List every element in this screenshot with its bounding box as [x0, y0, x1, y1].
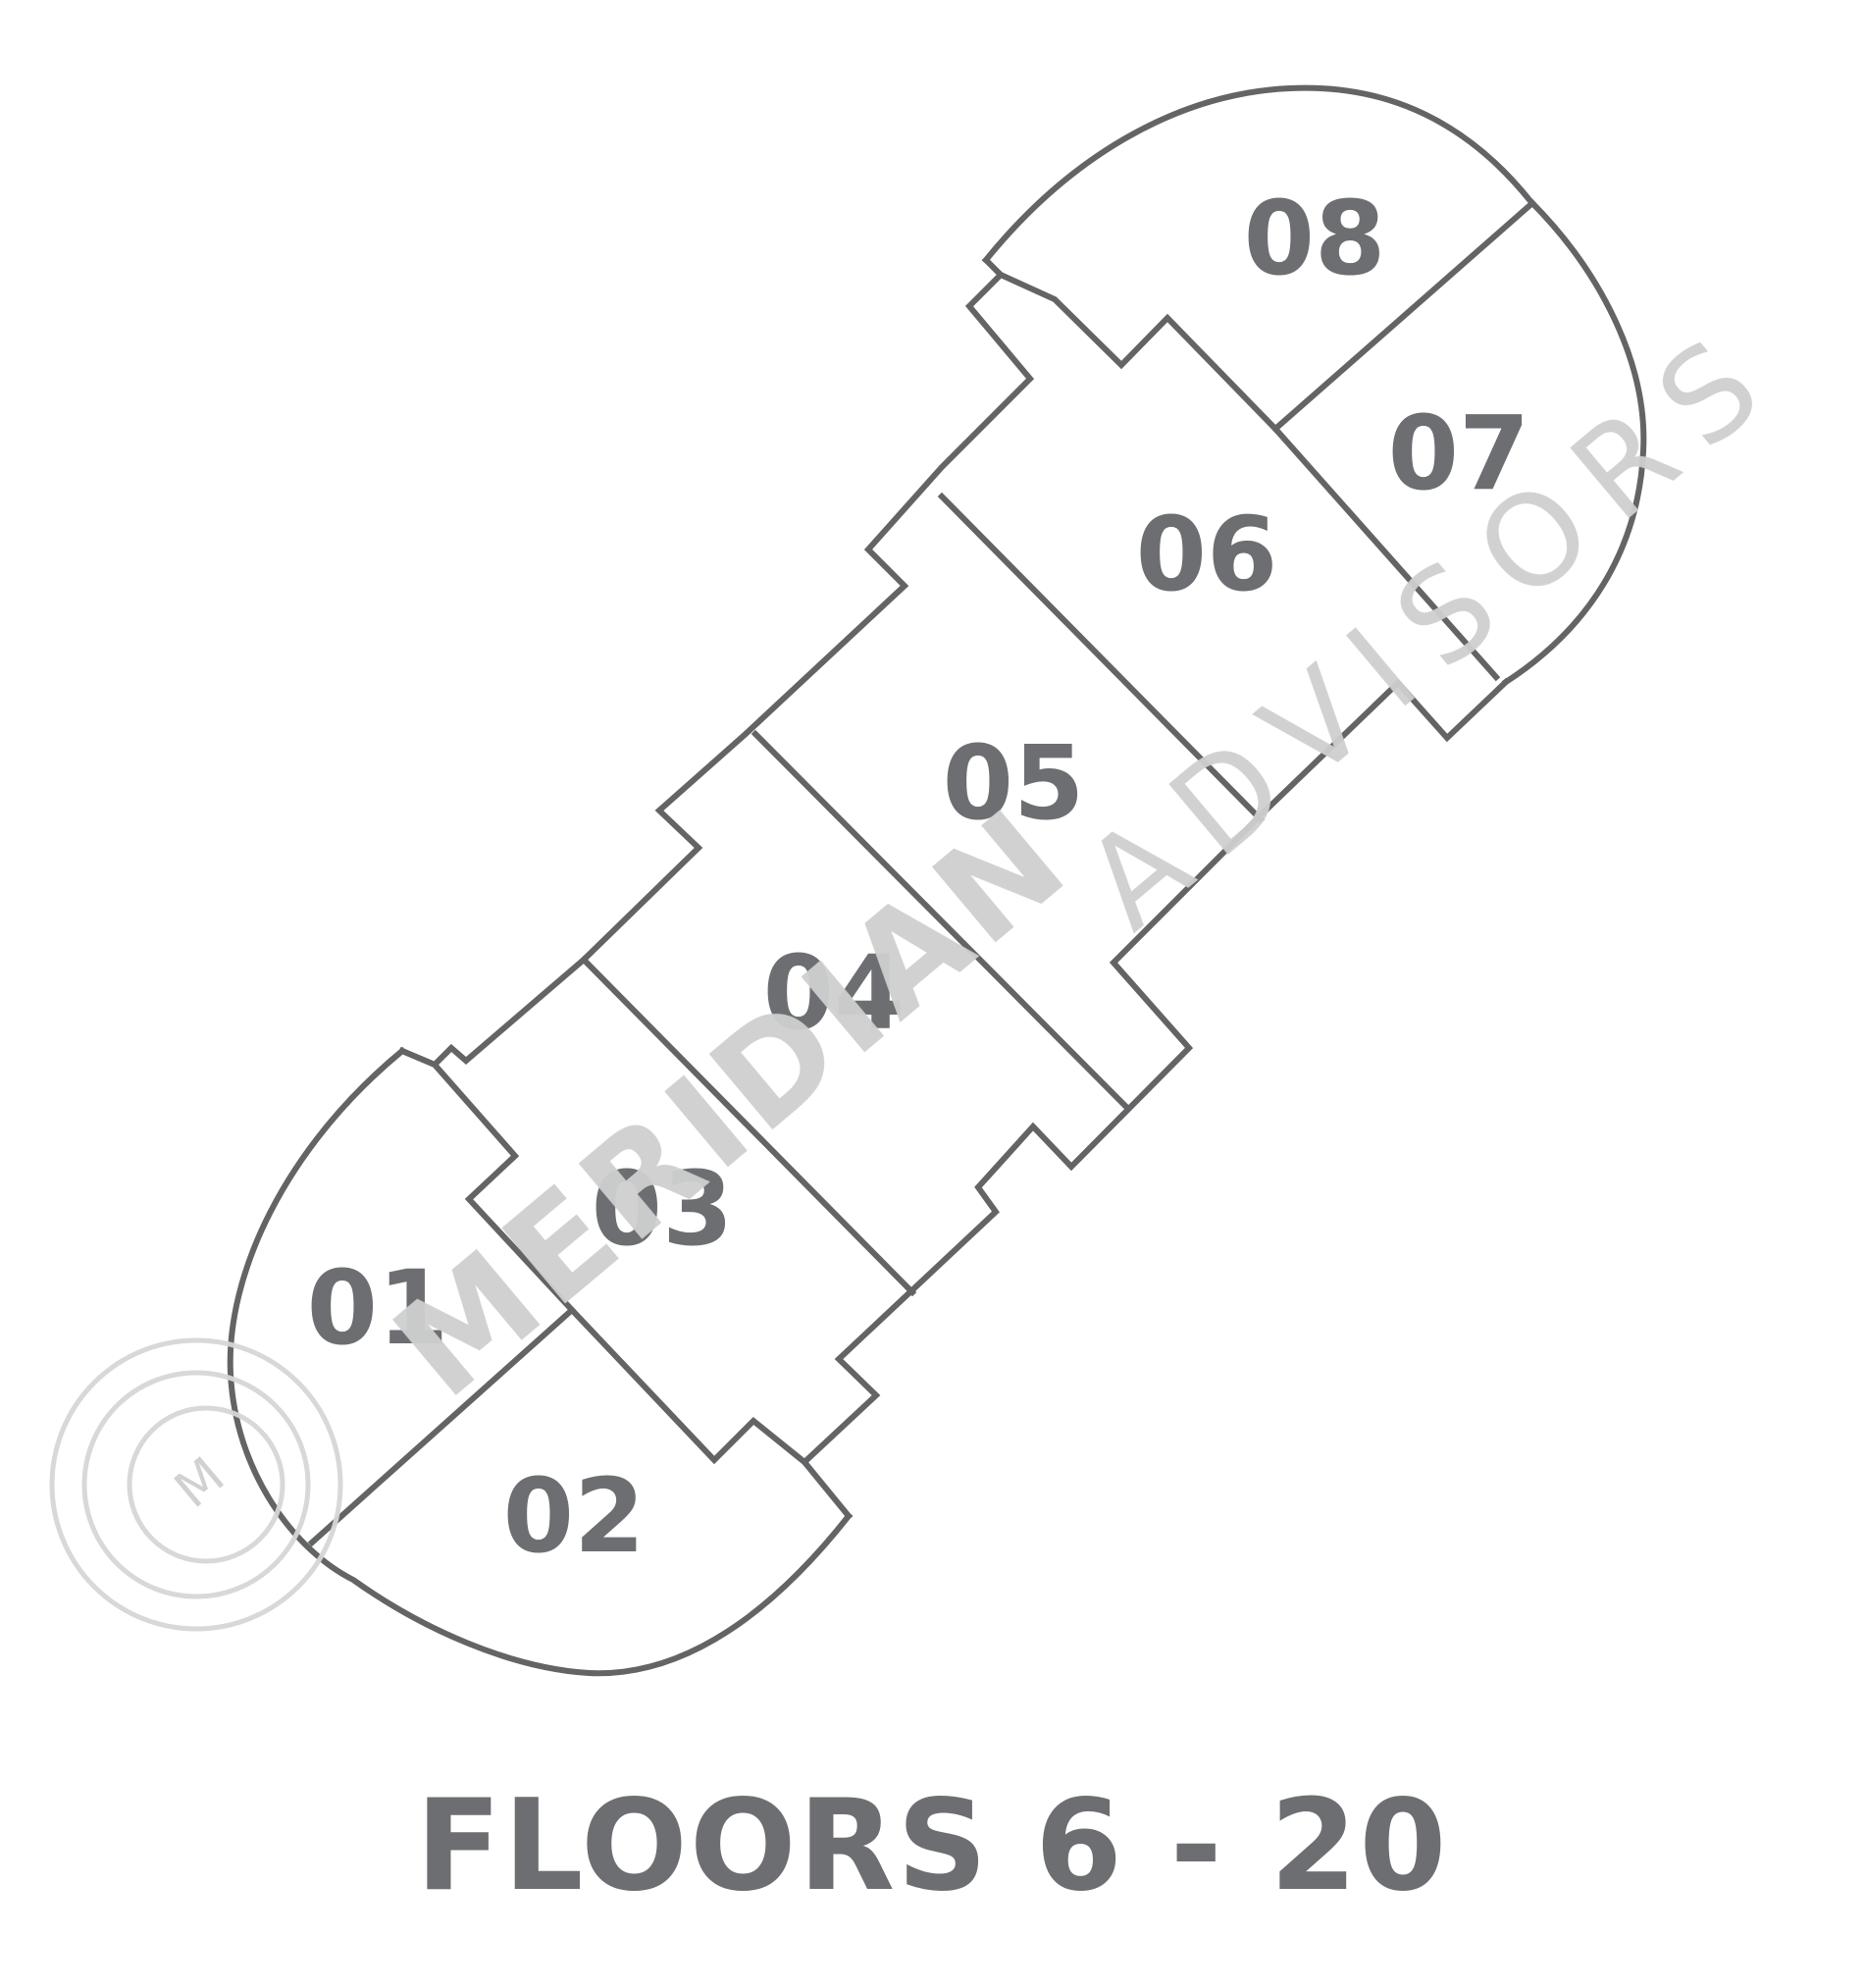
wall-04-05 — [751, 729, 1131, 1112]
unit-label-01: 01 — [307, 1248, 449, 1368]
building-outline — [227, 84, 1647, 1677]
floors-caption: FLOORS 6 - 20 — [415, 1773, 1449, 1919]
unit-label-05: 05 — [943, 723, 1085, 843]
watermark-logo: M — [49, 1337, 343, 1632]
wall-07-08 — [1270, 198, 1537, 434]
unit-label-03: 03 — [592, 1149, 734, 1269]
southwest-curved-wall — [227, 1046, 854, 1677]
unit-label-02: 02 — [503, 1456, 646, 1576]
watermark-word-primary: MERIDIAN — [366, 776, 1100, 1428]
unit-label-06: 06 — [1136, 495, 1278, 614]
unit-label-07: 07 — [1388, 393, 1530, 513]
wall-03-04 — [579, 955, 917, 1297]
watermark-ring-inner — [127, 1405, 285, 1564]
wall-06-08 — [997, 271, 1280, 434]
watermark: M MERIDIAN ADVISORS — [49, 297, 1806, 1632]
watermark-ring-outer — [49, 1337, 343, 1632]
unit-label-04: 04 — [763, 933, 906, 1053]
interior-walls — [307, 198, 1537, 1547]
unit-labels: 01 02 03 04 05 06 07 08 — [307, 179, 1530, 1576]
northwest-facade-wall — [398, 255, 1035, 1069]
wall-01-03 — [398, 1047, 577, 1315]
wall-01-02 — [307, 1305, 809, 1547]
watermark-monogram: M — [164, 1446, 235, 1520]
southeast-facade-wall — [800, 677, 1511, 1521]
northeast-curved-wall — [981, 84, 1647, 687]
watermark-ring-middle — [81, 1370, 311, 1599]
wall-05-06 — [937, 492, 1266, 824]
unit-label-08: 08 — [1244, 179, 1386, 298]
wall-06-07 — [1270, 424, 1501, 682]
